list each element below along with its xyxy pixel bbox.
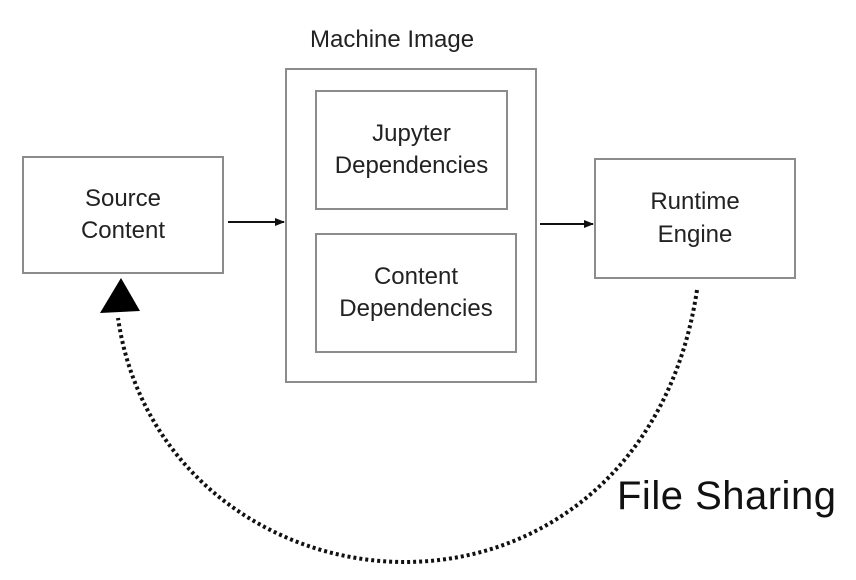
- jupyter-dependencies-label-line2: Dependencies: [334, 152, 489, 179]
- content-dependencies-label-line1: Content: [373, 262, 459, 290]
- jupyter-dependencies-box: Jupyter Dependencies: [315, 90, 508, 210]
- machine-image-title: Machine Image: [310, 26, 475, 53]
- content-dependencies-box: Content Dependencies: [315, 233, 517, 353]
- runtime-engine-box: Runtime Engine: [594, 158, 796, 279]
- source-content-label-line2: Content: [80, 217, 166, 244]
- source-content-box: Source Content: [22, 156, 224, 274]
- jupyter-dependencies-label-line1: Jupyter: [372, 119, 451, 147]
- runtime-engine-label-line1: Runtime: [650, 188, 740, 216]
- file-sharing-arrowhead-icon: [100, 278, 140, 313]
- file-sharing-dotted-arc: [116, 289, 699, 565]
- file-sharing-label: File Sharing: [617, 474, 837, 518]
- runtime-engine-label-line2: Engine: [657, 220, 733, 248]
- source-content-label-line1: Source: [84, 184, 162, 212]
- content-dependencies-label-line2: Dependencies: [339, 295, 493, 322]
